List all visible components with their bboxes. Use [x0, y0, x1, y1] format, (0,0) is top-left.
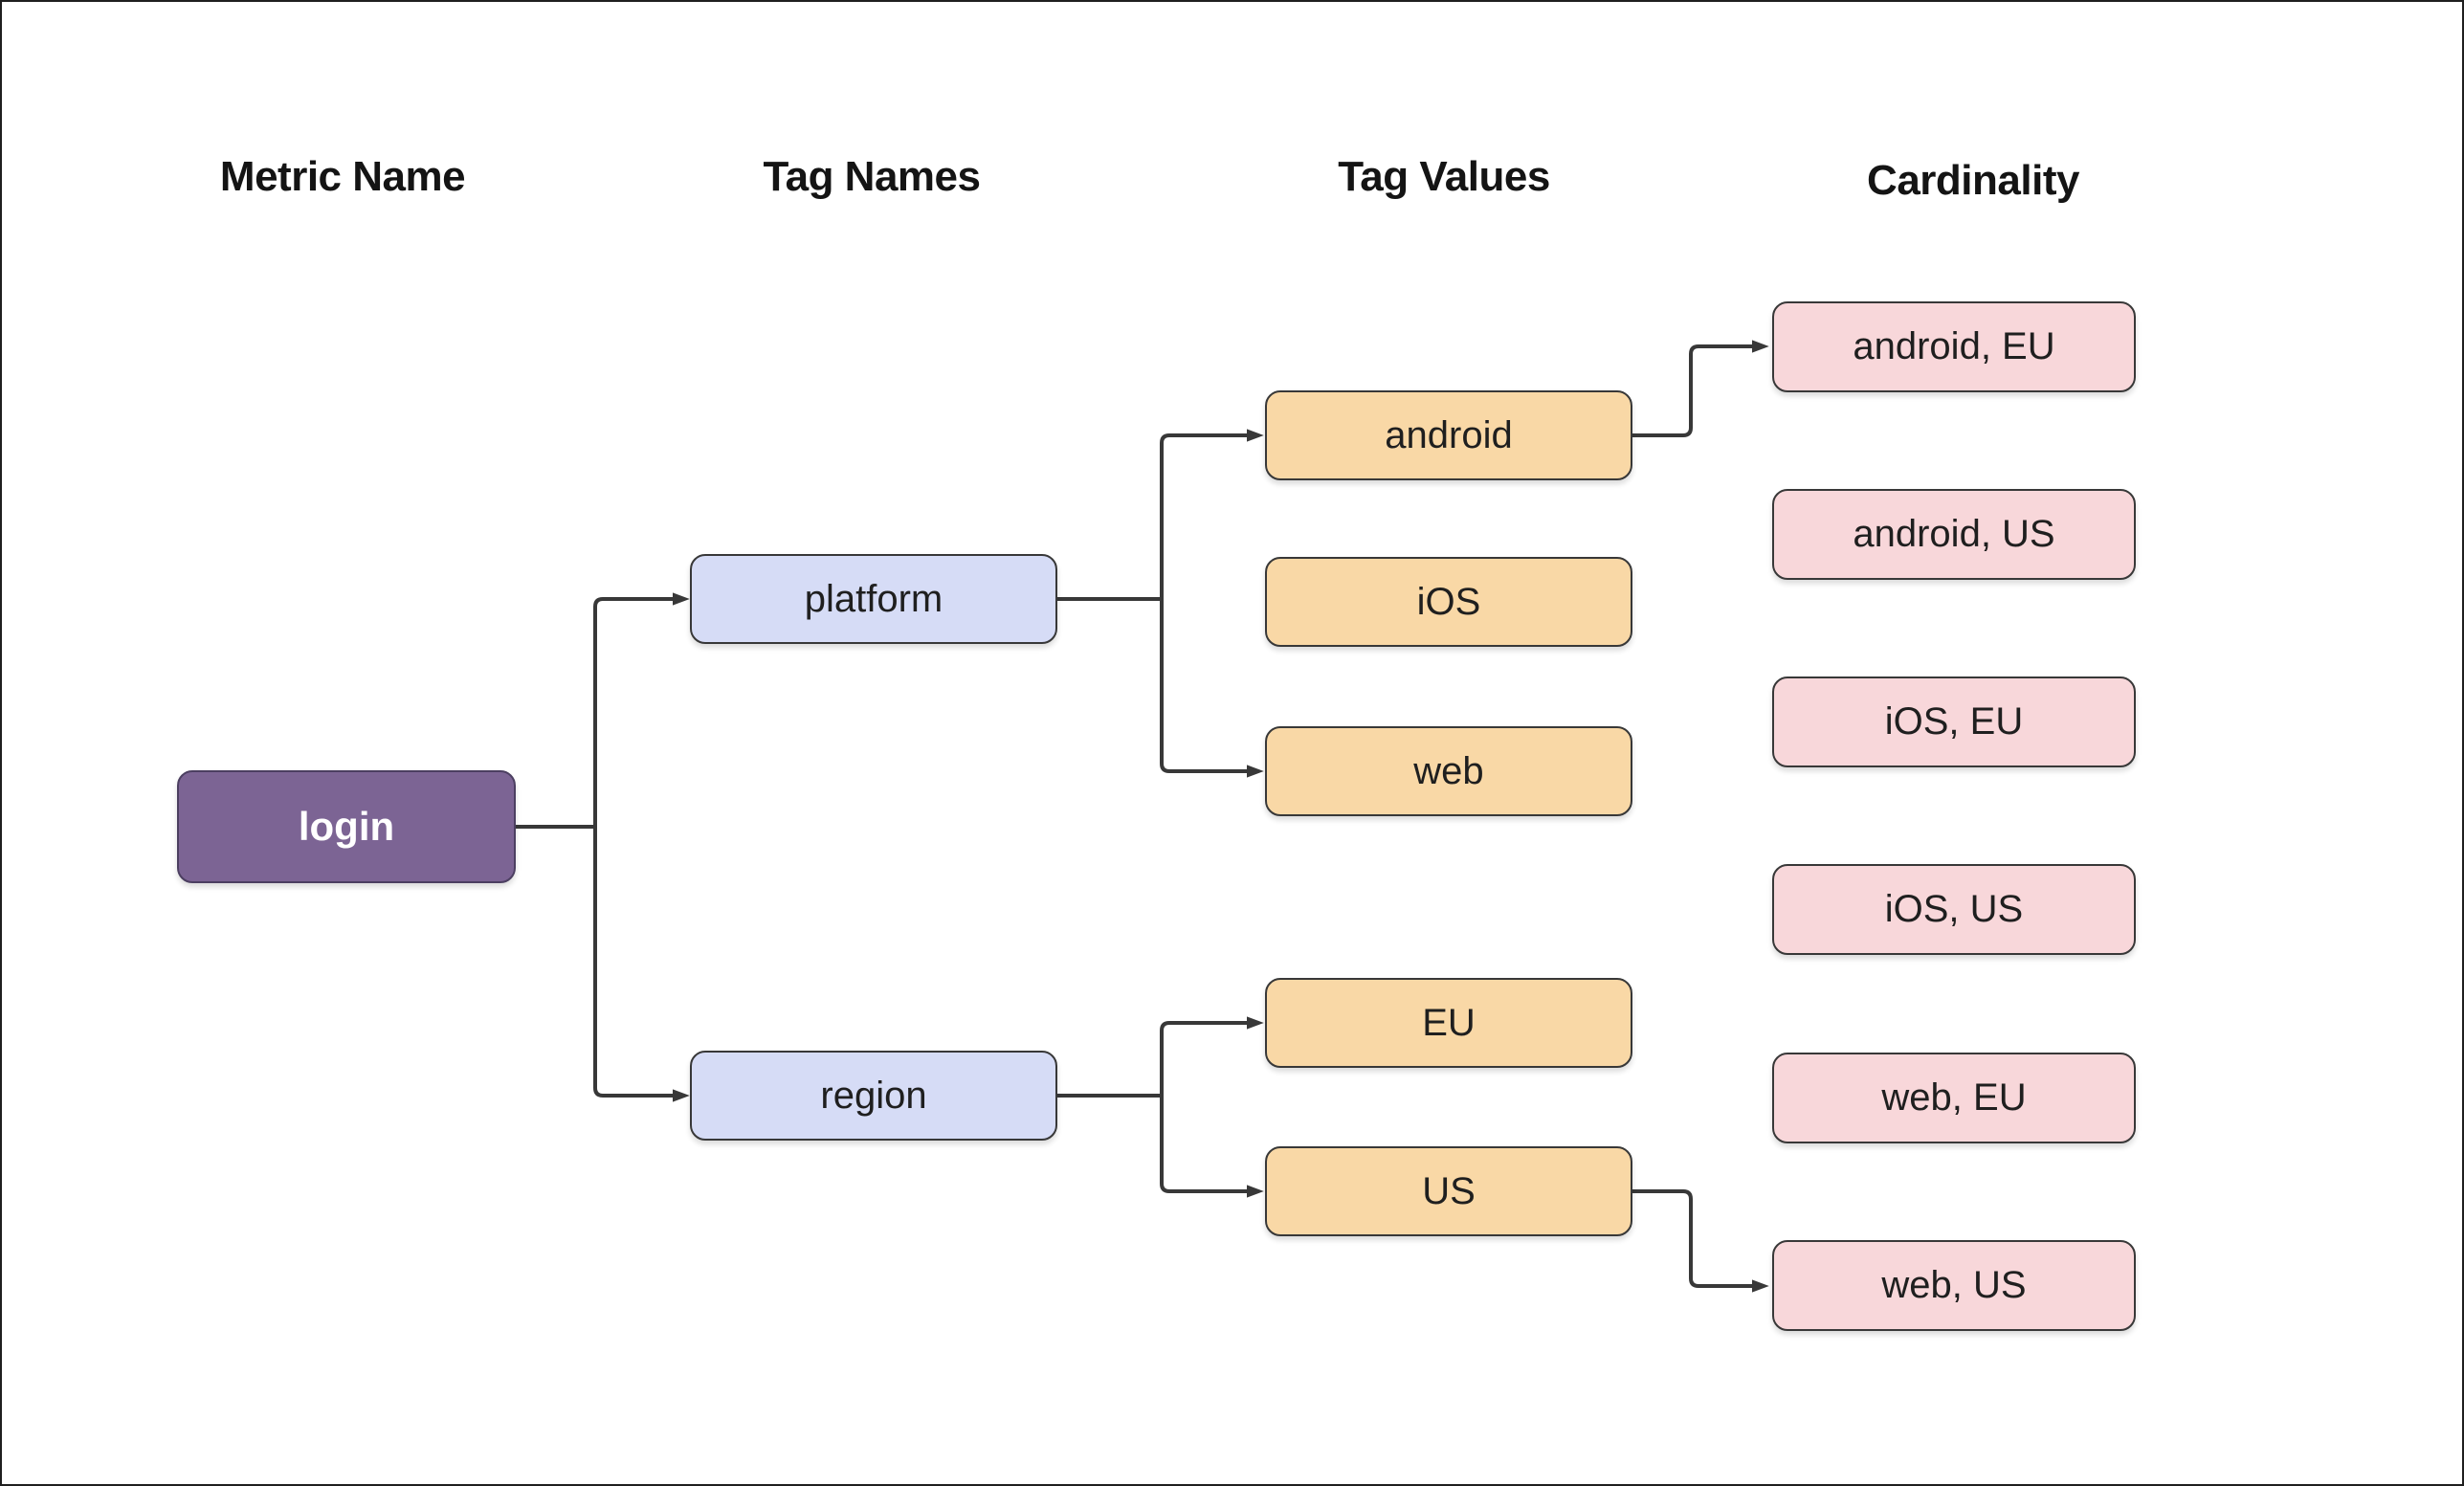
- node-ios-eu: iOS, EU: [1772, 676, 2136, 767]
- column-header-tag-values: Tag Values: [1338, 153, 1550, 200]
- node-ios-us: iOS, US: [1772, 864, 2136, 955]
- node-eu: EU: [1265, 978, 1632, 1068]
- node-android: android: [1265, 390, 1632, 480]
- node-web: web: [1265, 726, 1632, 816]
- edge-region-to-eu: [1160, 1016, 1264, 1096]
- node-us: US: [1265, 1146, 1632, 1236]
- edge-login-to-region: [593, 827, 690, 1102]
- edge-android-to-android-eu: [1632, 340, 1769, 437]
- column-header-cardinality: Cardinality: [1867, 157, 2079, 204]
- column-header-tag-names: Tag Names: [763, 153, 982, 200]
- node-web-eu: web, EU: [1772, 1053, 2136, 1143]
- node-platform: platform: [690, 554, 1057, 644]
- node-ios: iOS: [1265, 557, 1632, 647]
- edge-login-to-platform: [593, 592, 690, 827]
- node-android-eu: android, EU: [1772, 301, 2136, 392]
- edge-platform-to-android: [1160, 429, 1264, 599]
- column-header-metric-name: Metric Name: [219, 153, 466, 200]
- edge-region-to-us: [1160, 1096, 1264, 1198]
- node-region: region: [690, 1051, 1057, 1141]
- edge-us-to-web-us: [1632, 1189, 1769, 1293]
- node-android-us: android, US: [1772, 489, 2136, 580]
- edge-platform-to-web: [1160, 599, 1264, 778]
- node-web-us: web, US: [1772, 1240, 2136, 1331]
- node-login: login: [177, 770, 516, 883]
